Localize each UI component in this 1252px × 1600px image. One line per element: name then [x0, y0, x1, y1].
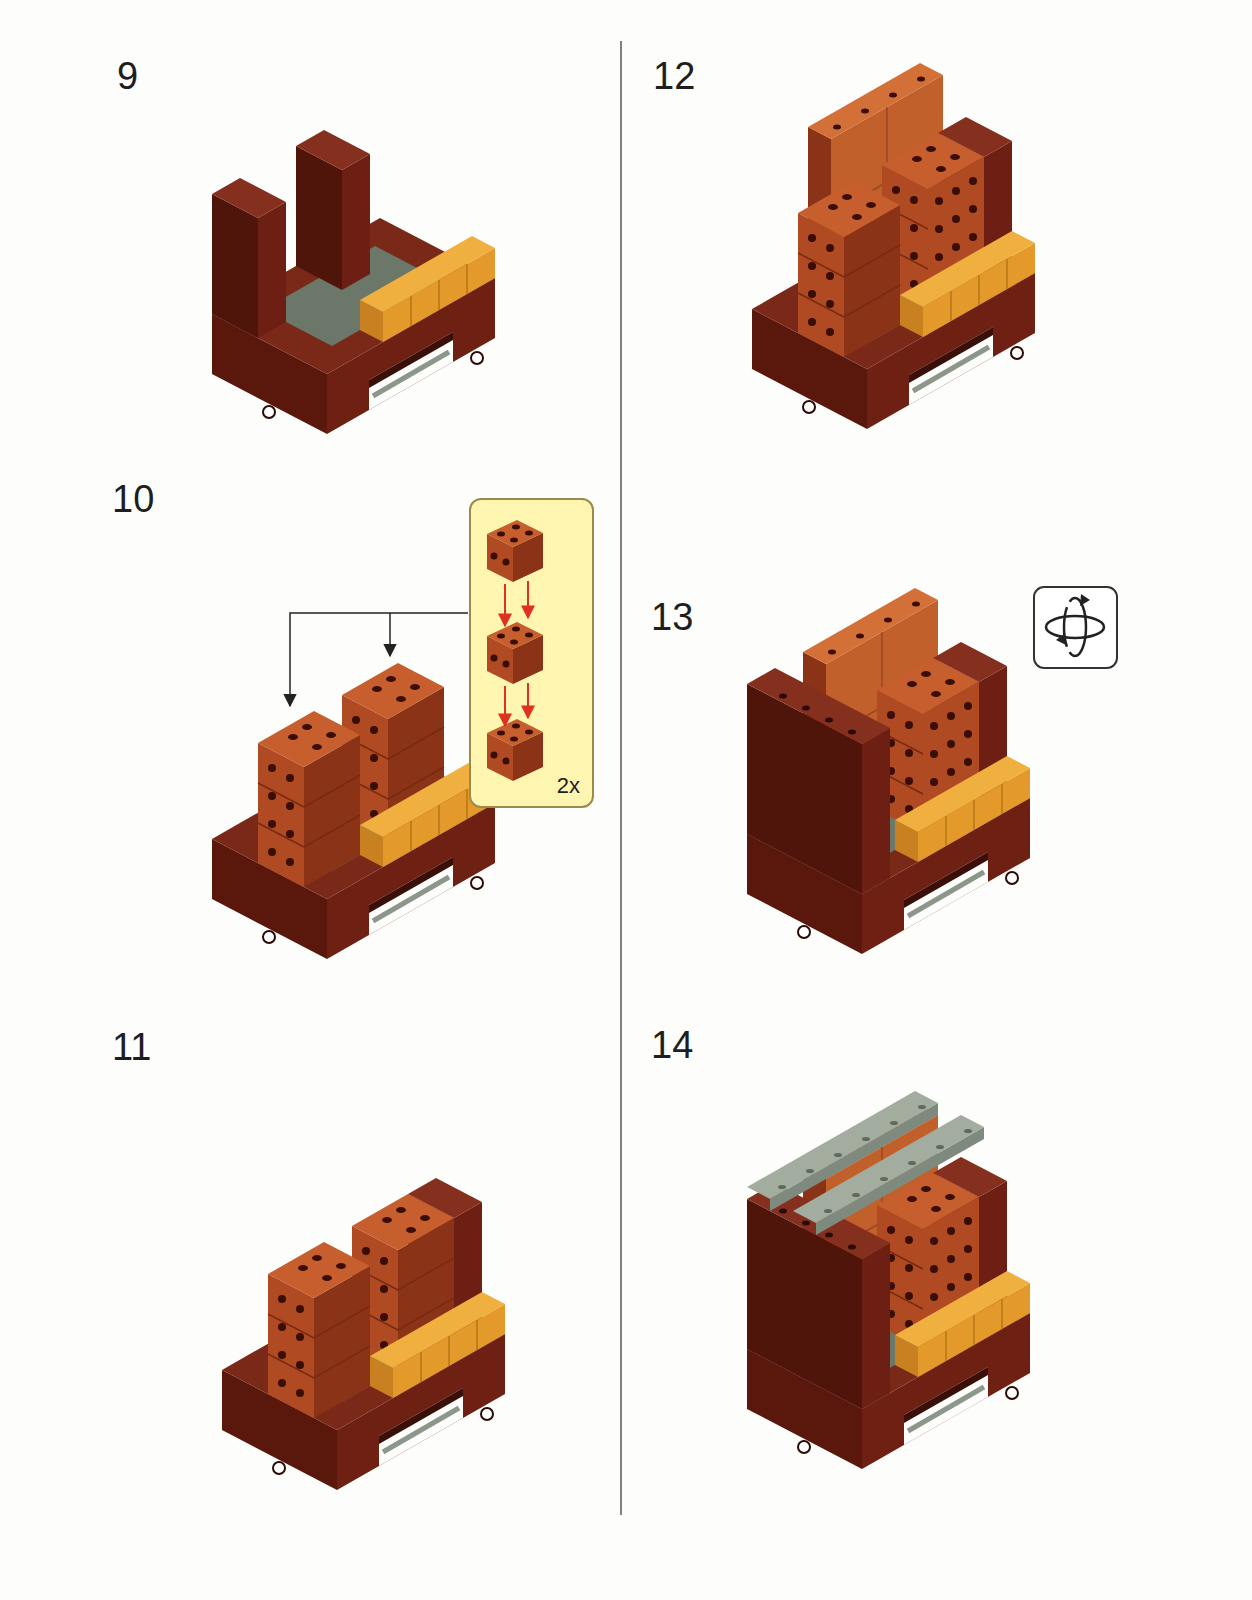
brick-2x2: [487, 520, 543, 582]
brick-2x2: [487, 719, 543, 781]
column-divider: [620, 41, 622, 1515]
step-model: [212, 663, 495, 959]
placement-arrows: [290, 613, 468, 706]
step-model: [222, 1178, 505, 1490]
step-model: [747, 588, 1030, 954]
step-number: 11: [112, 1025, 151, 1071]
step-number: 14: [651, 1023, 693, 1069]
step-number: 12: [653, 54, 695, 100]
step-model: [747, 1091, 1030, 1469]
brick-2x2: [487, 622, 543, 684]
step-model: [752, 63, 1035, 429]
step-number: 13: [651, 595, 693, 641]
rotate-icon: [1034, 587, 1117, 668]
callout-box: 2x: [469, 498, 594, 808]
step-number: 10: [112, 477, 154, 523]
step-number: 9: [117, 54, 138, 100]
step-model: [212, 130, 495, 434]
quantity-label: 2x: [557, 773, 580, 798]
stack-arrows: [505, 581, 528, 726]
callout-ground: [470, 499, 593, 807]
